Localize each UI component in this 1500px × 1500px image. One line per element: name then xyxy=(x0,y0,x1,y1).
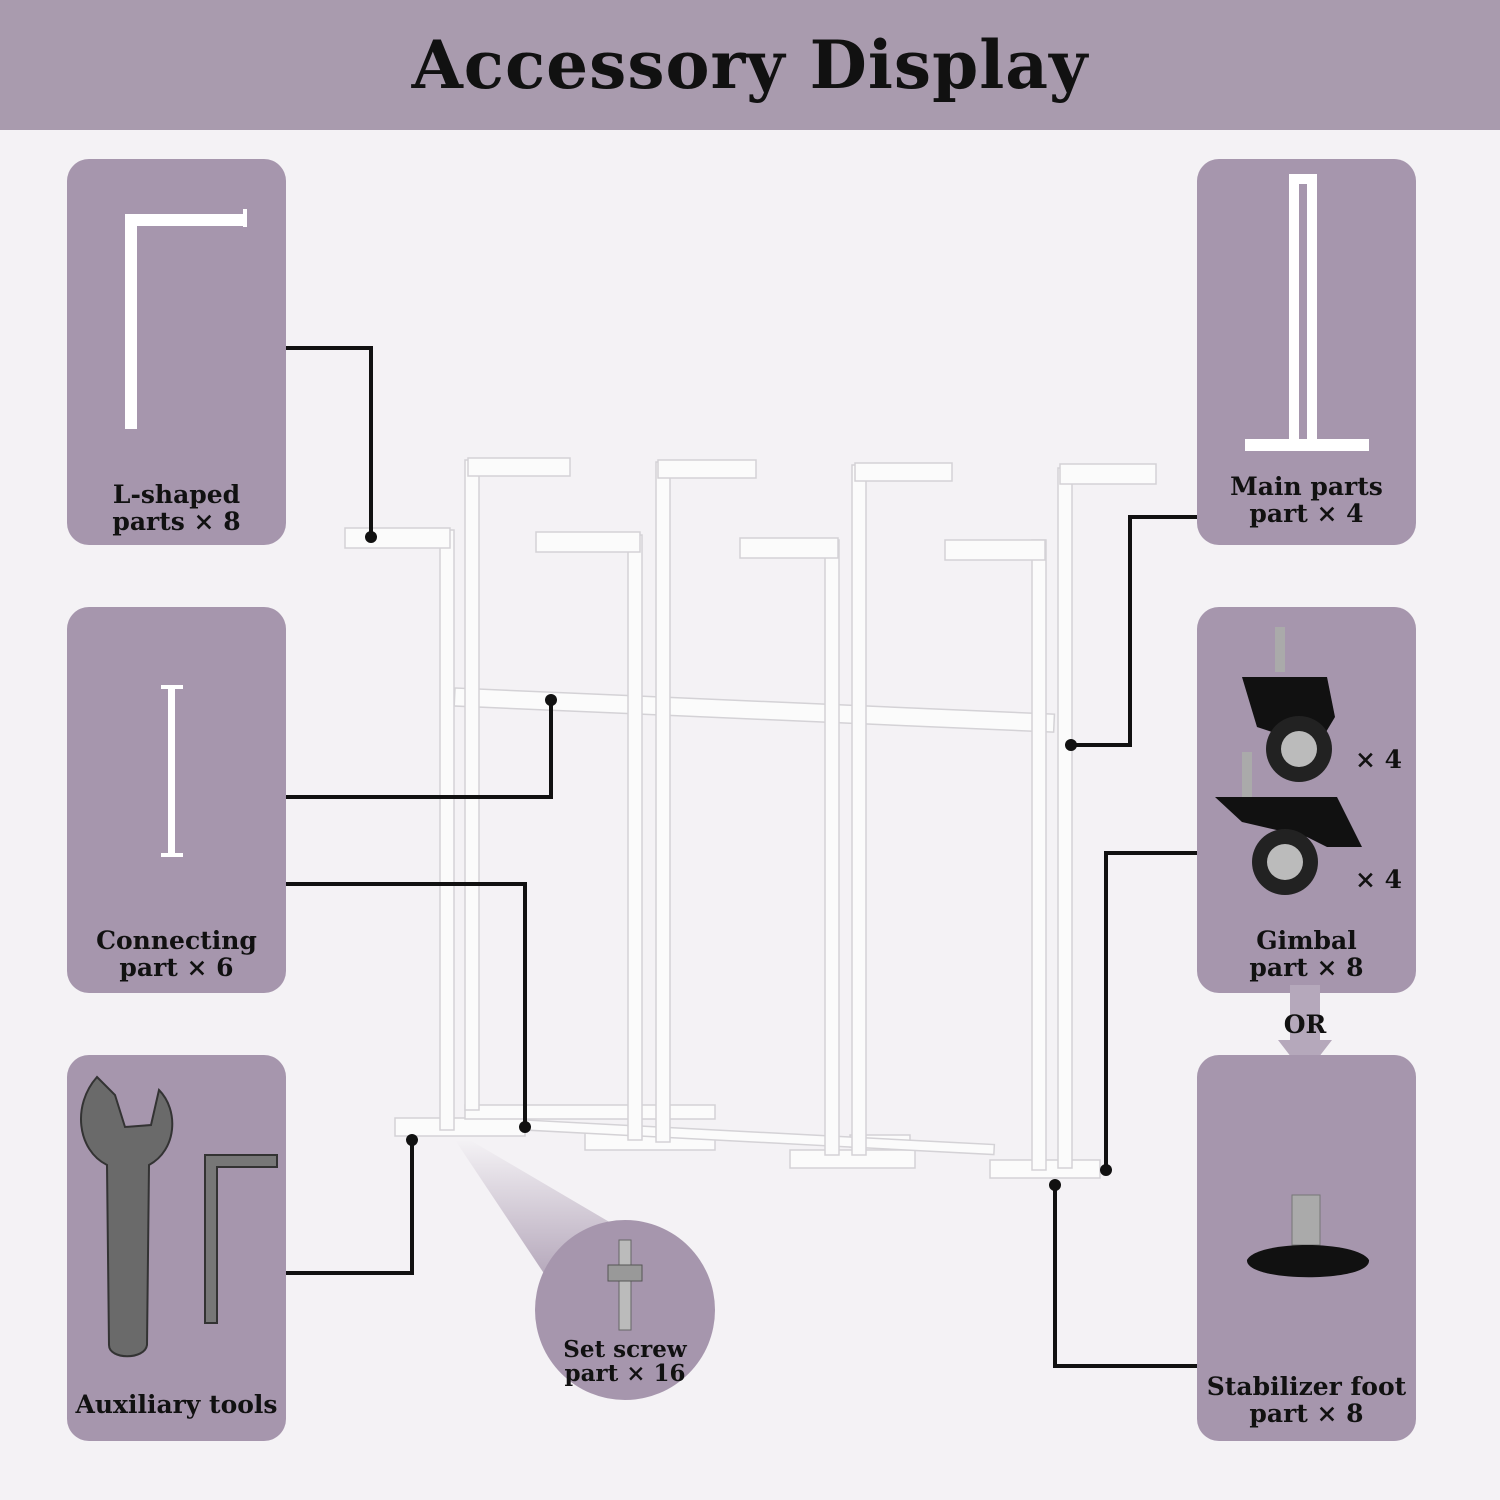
caster-count-a: × 4 xyxy=(1355,745,1403,774)
rack-illustration xyxy=(344,457,1157,1179)
gimbal-label-1: Gimbal xyxy=(1256,926,1357,955)
connector-lines xyxy=(286,346,1197,1368)
panel-main-parts: Main parts part × 4 xyxy=(1197,159,1416,545)
panel-l-shaped-parts: L-shaped parts × 8 xyxy=(67,159,286,545)
set-screw-icon xyxy=(607,1239,643,1331)
main-label-1: Main parts xyxy=(1230,472,1383,501)
set-screw-label-2: part × 16 xyxy=(564,1360,686,1387)
rack-base xyxy=(394,1117,526,1137)
stabilizer-label-2: part × 8 xyxy=(1249,1399,1364,1428)
connecting-part-icon xyxy=(161,685,183,857)
l-arm xyxy=(344,527,451,549)
caster-wheel-icon xyxy=(1215,627,1362,895)
wrench-and-hex-key-icon xyxy=(80,1075,278,1358)
panel-set-screw: Set screw part × 16 xyxy=(535,1220,715,1400)
page-title: Accessory Display xyxy=(411,26,1089,104)
header-banner: Accessory Display xyxy=(0,0,1500,130)
connecting-label-1: Connecting xyxy=(96,926,257,955)
set-screw-label-1: Set screw xyxy=(563,1336,687,1363)
main-part-icon xyxy=(1245,174,1369,451)
caster-count-b: × 4 xyxy=(1355,865,1403,894)
hex-key-icon xyxy=(204,1154,278,1324)
main-label-2: part × 4 xyxy=(1249,499,1364,528)
l-shaped-label-2: parts × 8 xyxy=(112,507,241,536)
auxiliary-label: Auxiliary tools xyxy=(75,1390,278,1419)
connecting-label-2: part × 6 xyxy=(119,953,234,982)
wrench-icon xyxy=(80,1075,174,1358)
panel-stabilizer-foot: Stabilizer foot part × 8 xyxy=(1197,1055,1416,1441)
l-shaped-part-icon xyxy=(125,209,247,429)
or-label: OR xyxy=(1283,1010,1327,1039)
stabilizer-foot-icon xyxy=(1246,1194,1370,1278)
l-shaped-label-1: L-shaped xyxy=(112,480,241,509)
gimbal-label-2: part × 8 xyxy=(1249,953,1364,982)
panel-auxiliary-tools: Auxiliary tools xyxy=(67,1055,286,1441)
panel-gimbal-part: × 4 × 4 Gimbal part × 8 xyxy=(1197,607,1416,993)
connecting-bar xyxy=(453,687,1056,733)
stabilizer-label-1: Stabilizer foot xyxy=(1206,1372,1407,1401)
panel-connecting-part: Connecting part × 6 xyxy=(67,607,286,993)
